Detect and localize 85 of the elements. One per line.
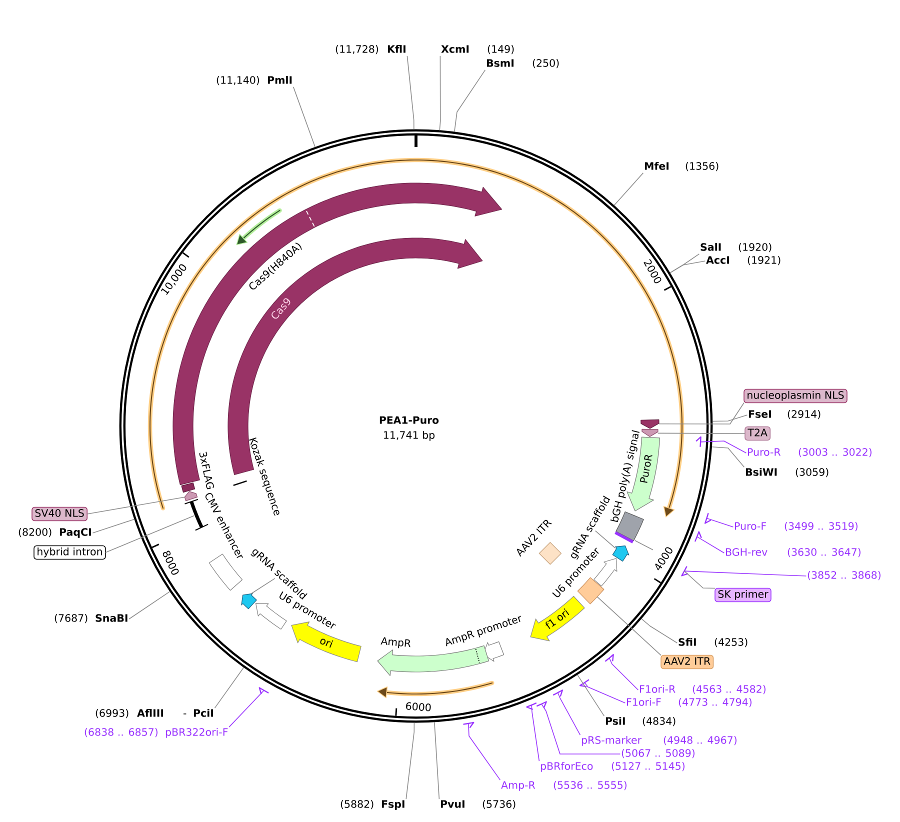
primer-label: (6838 .. 6857) pBR322ori-F (84, 728, 228, 738)
site-label: (11,728) KflI (336, 44, 406, 54)
leader-line (684, 570, 716, 589)
site-label: MfeI (1356) (644, 162, 718, 172)
leader-line (128, 591, 170, 620)
primer-mark (552, 690, 564, 697)
tick-label: 6000 (406, 702, 431, 712)
site-label: (11,140) PmlI (216, 76, 292, 86)
primer-label: F1ori-R (4563 .. 4582) (640, 684, 766, 694)
primer-label: pRS-marker (4948 .. 4967) (582, 736, 736, 746)
primer-label: F1ori-F (4773 .. 4794) (627, 698, 752, 708)
feature-label: 3xFLAG (199, 452, 214, 490)
site-label: BsiWI (3059) (746, 468, 828, 478)
primer-mark (704, 512, 712, 524)
leader-line (105, 515, 194, 553)
primer-mark (463, 722, 474, 728)
leader-line (531, 704, 540, 762)
leader-line (541, 704, 621, 754)
primer-mark (579, 679, 590, 688)
leader-line (228, 690, 264, 728)
leader-line (658, 432, 746, 434)
primer-label: Amp-R (5536 .. 5555) (501, 780, 626, 791)
leader-line (608, 658, 639, 690)
sequence-length: 11,741 bp (384, 430, 435, 441)
site-label: (5882) FspI (340, 800, 404, 810)
leader-line (634, 540, 654, 550)
leader-line (439, 56, 441, 131)
site-label: BsmI (250) (486, 58, 559, 68)
leader-line (86, 496, 186, 514)
primer-mark (681, 566, 688, 576)
primer-label: Puro-F (3499 .. 3519) (735, 522, 858, 532)
leader-line (706, 518, 734, 528)
leader-line (406, 56, 414, 130)
primer-mark (604, 654, 614, 662)
leader-line (614, 172, 644, 206)
leader-line (250, 578, 276, 594)
primer-label: BGH-rev (3630 .. 3647) (726, 548, 860, 558)
primer-label: (5067 .. 5089) (622, 748, 694, 758)
leader-line (712, 446, 745, 468)
site-label: PsiI (4834) (606, 716, 676, 726)
leader-line (577, 674, 605, 716)
site-label: (6993) AflIII - PciI (96, 708, 213, 718)
leader-line (292, 86, 316, 148)
primer-label: Puro-R (3003 .. 3022) (748, 448, 872, 458)
site-label: PvuI (5736) (440, 800, 516, 810)
primer-label: pBRforEco (5127 .. 5145) (540, 762, 684, 772)
primer-mark (694, 531, 702, 542)
label-box: T2A (744, 426, 771, 441)
leader-line (658, 402, 744, 424)
leader-line (594, 530, 616, 549)
leader-line (670, 260, 706, 274)
leader-line (596, 596, 662, 656)
site-label: SalI (1920) (700, 242, 772, 252)
leader-line (641, 618, 678, 644)
site-label: SfiI (4253) (678, 638, 748, 648)
leader-line (434, 722, 440, 800)
site-label: AccI (1921) (706, 256, 780, 266)
label-box: hybrid intron (34, 545, 106, 560)
leader-line (406, 722, 415, 800)
leader-line (584, 682, 626, 704)
leader-line (696, 536, 725, 554)
feature-label: AmpR (380, 637, 410, 648)
primer-mark (536, 701, 547, 708)
site-label: (8200) PaqCI (18, 528, 91, 538)
leader-line (712, 414, 748, 422)
label-box: SV40 NLS (32, 506, 88, 522)
leader-line (214, 667, 244, 708)
leader-line (468, 723, 501, 780)
primer-mark (258, 687, 269, 694)
site-label: FseI (2914) (748, 410, 820, 420)
leader-line (684, 570, 807, 576)
primer-mark (526, 702, 537, 710)
label-box: nucleoplasmin NLS (744, 388, 848, 404)
leader-line (700, 440, 747, 454)
label-box: SK primer (714, 588, 772, 602)
site-label: XcmI (149) (441, 44, 514, 54)
orf-line (376, 680, 494, 698)
label-box: AAV2 ITR (660, 654, 714, 670)
leader-line (92, 518, 135, 534)
map-title: PEA1-Puro (380, 416, 439, 424)
tick-label: 8000 (162, 550, 179, 575)
site-label: (7687) SnaBI (54, 614, 128, 624)
leader-line (557, 692, 581, 736)
leader-line (454, 70, 486, 132)
primer-label: (3852 .. 3868) (808, 570, 880, 580)
